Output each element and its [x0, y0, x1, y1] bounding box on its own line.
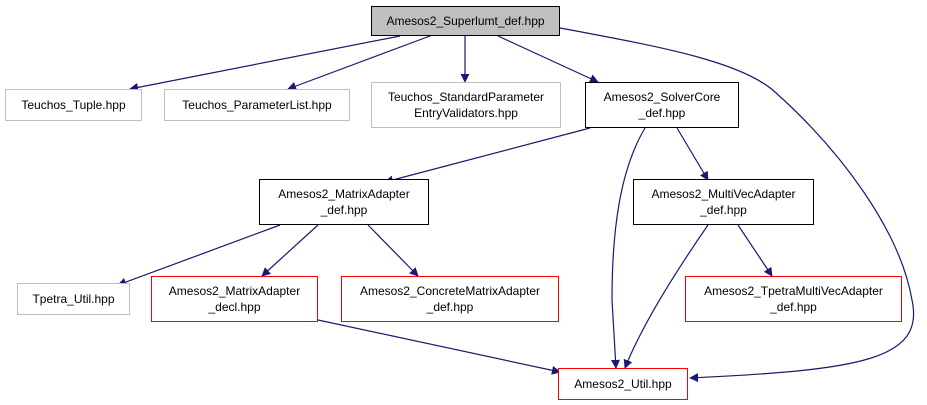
node-label: Tpetra_Util.hpp	[32, 292, 115, 306]
node-tpetra-util[interactable]: Tpetra_Util.hpp	[17, 283, 130, 315]
node-amesos2-util[interactable]: Amesos2_Util.hpp	[558, 368, 688, 400]
node-label: Amesos2_TpetraMultiVecAdapter _def.hpp	[704, 284, 883, 314]
edge-matrixadapter-decl-to-amesos2-util	[317, 319, 561, 375]
edge-solvercore-to-amesos2-util	[611, 127, 646, 369]
edge-solvercore-to-matrixadapter-def	[384, 127, 591, 185]
edge-multivecadapter-def-to-amesos2-util	[623, 224, 709, 369]
node-amesos2-solvercore-def[interactable]: Amesos2_SolverCore _def.hpp	[585, 82, 739, 128]
node-label: Amesos2_MatrixAdapter _decl.hpp	[168, 284, 301, 314]
node-label: Amesos2_Superlumt_def.hpp	[386, 14, 545, 28]
node-label: Amesos2_MatrixAdapter _def.hpp	[278, 187, 410, 217]
edge-superlumt-to-teuchos-tuple	[129, 35, 401, 92]
edge-superlumt-to-teuchos-parameterlist	[287, 35, 431, 91]
node-amesos2-concretematrixadapter-def[interactable]: Amesos2_ConcreteMatrixAdapter _def.hpp	[341, 276, 559, 322]
node-amesos2-matrixadapter-decl[interactable]: Amesos2_MatrixAdapter _decl.hpp	[151, 276, 318, 322]
node-amesos2-superlumt-def: Amesos2_Superlumt_def.hpp	[371, 6, 560, 36]
node-label: Amesos2_ConcreteMatrixAdapter _def.hpp	[359, 284, 541, 314]
node-amesos2-matrixadapter-def[interactable]: Amesos2_MatrixAdapter _def.hpp	[259, 179, 429, 225]
edge-multivecadapter-def-to-tpetramultivecadapter-def	[737, 224, 773, 277]
node-teuchos-parameterlist[interactable]: Teuchos_ParameterList.hpp	[164, 89, 350, 121]
edge-matrixadapter-def-to-tpetra-util	[117, 224, 281, 287]
edge-superlumt-to-solvercore	[497, 35, 599, 83]
node-teuchos-tuple[interactable]: Teuchos_Tuple.hpp	[5, 89, 142, 121]
edge-matrixadapter-def-to-concretematrixadapter-def	[367, 224, 419, 277]
node-teuchos-standardparameter-entryvalidators[interactable]: Teuchos_StandardParameter EntryValidator…	[371, 82, 561, 128]
node-label: Teuchos_StandardParameter EntryValidator…	[387, 90, 545, 120]
node-label: Amesos2_Util.hpp	[574, 377, 672, 391]
node-label: Teuchos_ParameterList.hpp	[182, 98, 332, 112]
node-amesos2-tpetramultivecadapter-def[interactable]: Amesos2_TpetraMultiVecAdapter _def.hpp	[685, 276, 902, 322]
node-label: Teuchos_Tuple.hpp	[21, 98, 126, 112]
node-label: Amesos2_MultiVecAdapter _def.hpp	[651, 187, 796, 217]
node-label: Amesos2_SolverCore _def.hpp	[603, 90, 721, 120]
edge-superlumt-to-amesos2-util	[554, 26, 915, 383]
edge-matrixadapter-def-to-matrixadapter-decl	[261, 224, 319, 277]
edge-solvercore-to-multivecadapter-def	[676, 127, 709, 181]
node-amesos2-multivecadapter-def[interactable]: Amesos2_MultiVecAdapter _def.hpp	[633, 179, 814, 225]
